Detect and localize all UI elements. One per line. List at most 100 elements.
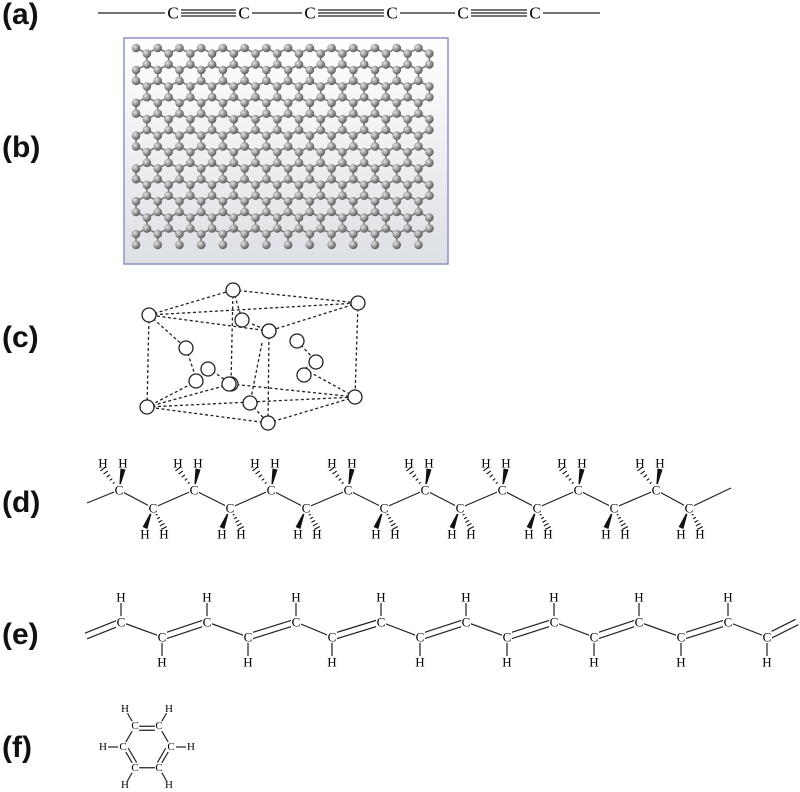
graphene-atom [338,82,347,91]
hash-stroke [539,513,542,516]
graphene-atom [218,207,228,217]
graphene-atom [164,92,173,102]
graphene-atom [251,191,260,200]
single-bond [465,621,508,638]
hash-stroke [233,516,238,520]
atom-label-bg [225,502,235,514]
graphene-atom [370,98,380,108]
graphene-atom [392,131,402,140]
ch-bond [126,712,134,723]
graphene-atom [229,147,239,157]
graphene-atom [316,60,325,69]
graphene-atom [207,147,217,157]
graphene-atom [305,229,315,239]
graphene-atom [131,43,141,53]
graphene-atom [305,43,315,53]
graphene-atom [348,207,358,217]
lattice-atom [289,333,305,349]
graphene-atom [370,76,380,86]
graphene-atom [305,98,315,108]
lattice-bond [249,342,263,404]
chain-bond [613,489,657,509]
hash-stroke [391,525,399,531]
graphene-atom [164,180,173,190]
lattice-atom [200,361,216,377]
graphene-atom [348,229,358,239]
graphene-atom [251,49,260,58]
graphene-atom [403,147,412,157]
graphene-atom [175,164,184,173]
graphene-atom [316,213,325,222]
carbon-atom: C [386,4,397,23]
atom-label-bg [723,616,733,628]
hash-stroke [235,519,240,523]
panel-label-d: (d) [2,486,41,519]
graphene-atom [196,109,206,118]
graphene-atom [305,207,315,217]
graphene-atom [403,125,412,135]
hash-stroke [187,481,190,485]
lattice-atom [139,399,155,415]
graphene-atom [153,164,163,173]
hydrogen-atom: H [376,590,385,605]
graphene-atom [316,49,325,58]
graphene-atom [425,213,434,222]
carbon-atom: C [344,483,353,498]
graphene-atom [207,191,217,200]
graphene-atom [131,229,141,239]
graphene-atom [348,131,358,140]
lattice-edge [232,289,359,304]
graphene-atom [262,240,271,250]
graphene-atom [186,147,195,157]
hash-stroke [332,470,338,475]
graphene-atom [207,49,217,58]
graphene-atom [218,65,228,75]
chain-bond [86,489,120,504]
graphene-atom [381,114,391,124]
hydrogen-atom: H [165,703,173,715]
graphene-atom [229,180,239,190]
graphene-atom [370,240,380,250]
graphene-atom [294,147,304,157]
graphene-atom [425,191,434,200]
atom-label-bg [266,484,276,496]
double-bond-line [420,624,468,641]
double-bond-line [592,618,639,635]
graphene-atom [294,82,304,91]
hash-stroke [415,478,419,481]
graphene-atom [359,92,369,102]
graphene-atom [283,164,293,173]
graphene-atom [392,142,402,151]
graphene-atom [338,114,347,124]
atom-label-bg [130,721,140,732]
atom-label-bg [154,762,164,773]
graphene-atom [338,213,347,222]
graphene-atom [414,131,423,140]
graphene-atom [153,229,163,239]
single-bond [727,621,768,638]
carbon-atom: C [635,615,644,630]
graphene-atom [392,229,402,239]
lattice-atom [242,395,258,411]
carbon-atom: C [155,762,162,774]
carbon-atom: C [117,615,126,630]
graphene-atom [392,196,402,206]
lattice-edge [146,314,150,408]
lattice-atom [141,307,157,323]
graphene-atom [327,76,336,86]
graphene-atom [229,82,239,91]
hydrogen-atom: H [676,655,685,670]
atom-label-bg [684,502,694,514]
carbon-atom: C [456,501,465,516]
graphene-atom [359,49,369,58]
carbon-atom: C [498,483,507,498]
hash-stroke [258,474,263,478]
hash-stroke [100,466,106,472]
graphene-atom [240,174,249,184]
lattice-edge [267,330,270,424]
single-bond [206,621,249,638]
graphene-atom [327,229,336,239]
hydrogen-atom: H [236,527,245,542]
graphene-atom [392,76,402,86]
